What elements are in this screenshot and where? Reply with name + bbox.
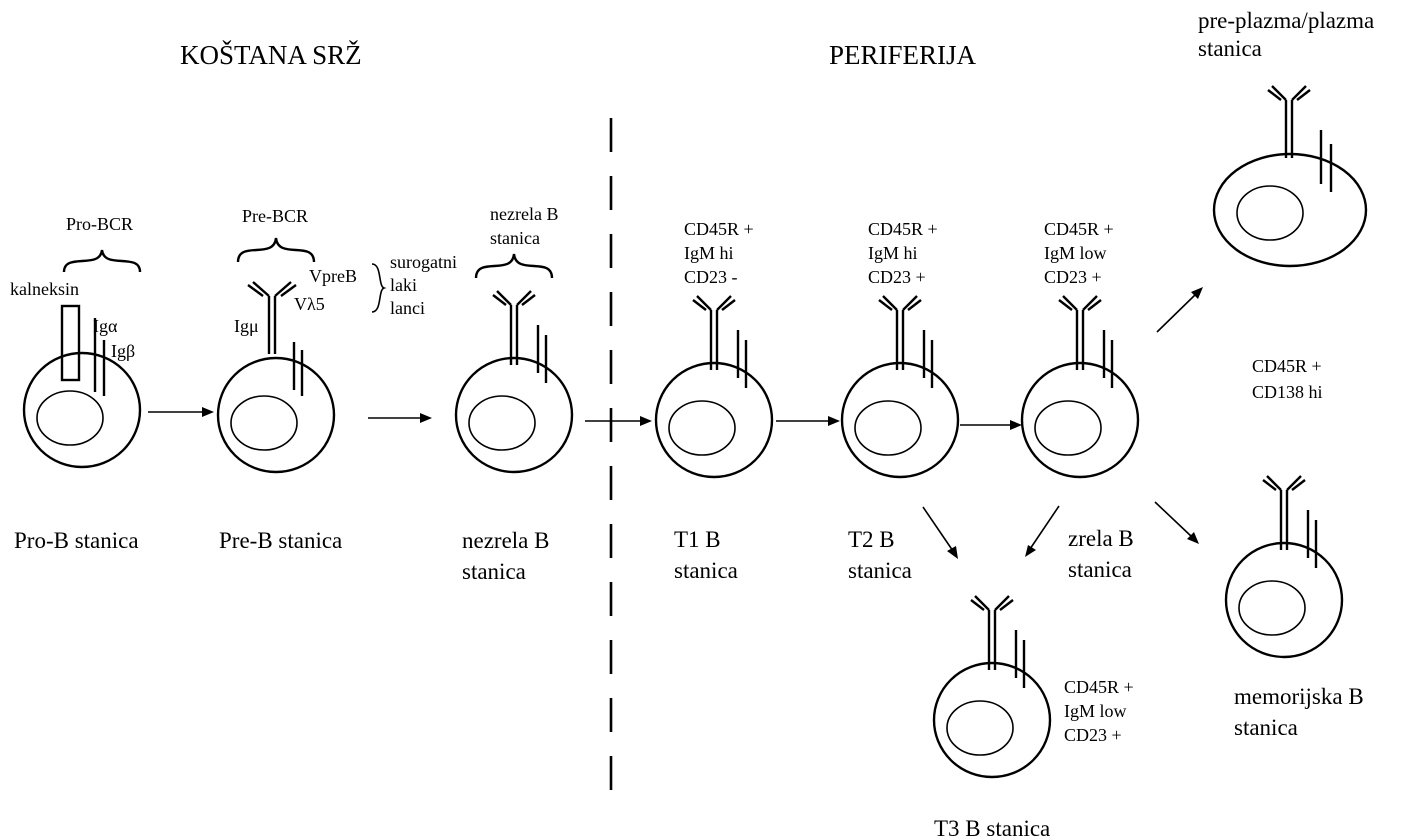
pre-b-cell (216, 281, 336, 474)
t1-marker-2: IgM hi (684, 243, 734, 263)
t1-marker-3: CD23 - (684, 267, 738, 287)
immature-bcr-label-line1: nezrela B (490, 204, 558, 224)
mature-marker-3: CD23 + (1044, 267, 1102, 287)
t3-b-cell-name: T3 B stanica (934, 816, 1050, 840)
mature-marker-2: IgM low (1044, 243, 1107, 263)
surrogate-chain-brace (371, 263, 387, 313)
immature-bcr-label-line2: stanica (490, 228, 540, 248)
mature-marker-1: CD45R + (1044, 219, 1114, 239)
pre-bcr-label: Pre-BCR (242, 206, 308, 226)
region-title-bone-marrow: KOŠTANA SRŽ (180, 40, 362, 70)
surrogate-label-line2: laki (390, 275, 417, 295)
region-title-periphery: PERIFERIJA (829, 40, 977, 70)
memory-b-cell (1224, 474, 1344, 659)
plasma-marker-1: CD45R + (1252, 356, 1322, 376)
mature-b-cell-name-line1: zrela B (1068, 526, 1134, 551)
t2-b-cell-name-line2: stanica (848, 558, 912, 583)
t2-b-cell (840, 294, 960, 479)
memory-b-cell-name-line1: memorijska B (1234, 684, 1364, 709)
immature-b-cell (454, 289, 574, 474)
ig-beta-label: Igβ (111, 341, 135, 361)
t2-b-cell-name-line1: T2 B (848, 527, 895, 552)
pro-b-cell (22, 304, 142, 469)
plasma-cell-name-line2: stanica (1198, 36, 1262, 61)
plasma-cell-name-line1: pre-plazma/plazma (1198, 8, 1374, 33)
arrow-pre-to-immature (368, 413, 432, 423)
mature-b-cell-name-line2: stanica (1068, 557, 1132, 582)
t3-marker-3: CD23 + (1064, 725, 1122, 745)
t3-b-cell (932, 594, 1052, 779)
arrow-t1-to-t2 (776, 416, 840, 426)
calnexin-label: kalneksin (10, 279, 79, 299)
arrow-t2-to-mature (960, 420, 1022, 430)
arrow-pro-to-pre (148, 407, 214, 417)
immature-bcr-brace (474, 253, 554, 279)
t1-b-cell-name-line1: T1 B (674, 527, 721, 552)
arrow-mature-to-plasma (1156, 287, 1203, 333)
t1-b-cell-name-line2: stanica (674, 558, 738, 583)
plasma-cell (1212, 85, 1368, 268)
v-lambda5-label: Vλ5 (294, 294, 325, 314)
surrogate-label-line1: surogatni (390, 252, 457, 272)
ig-mu-label: Igμ (234, 316, 259, 336)
pro-b-cell-name: Pro-B stanica (14, 528, 139, 553)
pre-b-cell-name: Pre-B stanica (219, 528, 342, 553)
t2-marker-3: CD23 + (868, 267, 926, 287)
t2-marker-2: IgM hi (868, 243, 918, 263)
arrow-immature-to-t1 (585, 416, 652, 426)
arrow-mature-to-t3 (1025, 505, 1060, 557)
pro-bcr-label: Pro-BCR (66, 214, 133, 234)
t2-marker-1: CD45R + (868, 219, 938, 239)
mature-b-cell (1020, 294, 1140, 479)
plasma-marker-2: CD138 hi (1252, 382, 1323, 402)
t3-marker-2: IgM low (1064, 701, 1127, 721)
immature-b-cell-name-line2: stanica (462, 559, 526, 584)
pro-bcr-brace (62, 249, 142, 273)
pre-bcr-brace (236, 237, 316, 263)
t1-b-cell (654, 294, 774, 479)
t1-marker-1: CD45R + (684, 219, 754, 239)
arrow-mature-to-memory (1154, 501, 1199, 544)
surrogate-label-line3: lanci (390, 298, 425, 318)
ig-alpha-label: Igα (93, 316, 118, 336)
immature-b-cell-name-line1: nezrela B (462, 528, 549, 553)
arrow-t2-to-t3 (922, 506, 958, 559)
vpreb-label: VpreB (309, 266, 357, 286)
t3-marker-1: CD45R + (1064, 677, 1134, 697)
memory-b-cell-name-line2: stanica (1234, 715, 1298, 740)
